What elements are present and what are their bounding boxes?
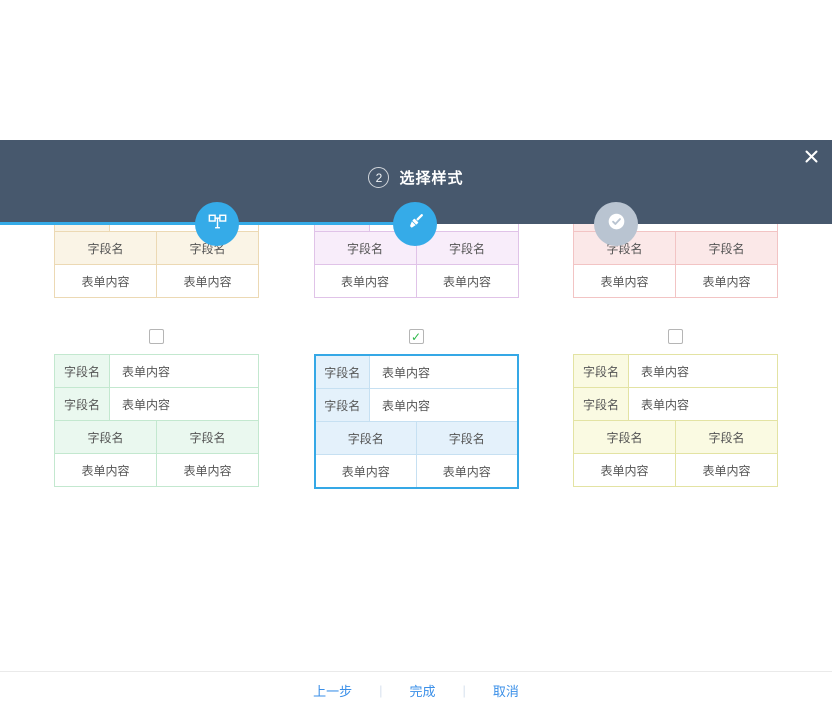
finish-button[interactable]: 完成: [409, 683, 436, 699]
footer-separator: |: [379, 682, 383, 698]
style-card-yellow[interactable]: ✓ 字段名 表单内容 字段名 表单内容 字段名 字段名 表单内容: [571, 329, 780, 489]
field-name-cell: 字段名: [54, 387, 110, 421]
field-name-cell: 字段名: [156, 420, 259, 454]
form-content-cell: 表单内容: [109, 354, 259, 388]
field-name-cell: 字段名: [314, 421, 417, 455]
form-content-cell: 表单内容: [156, 264, 259, 298]
table-row: 字段名 表单内容: [314, 388, 518, 422]
style-preview-table: 字段名 表单内容 字段名 表单内容 字段名 字段名 表单内容 表单内容: [573, 354, 778, 487]
table-row: 表单内容 表单内容: [54, 453, 259, 487]
wizard-title: 2 选择样式: [0, 167, 832, 188]
form-content-cell: 表单内容: [573, 453, 676, 487]
field-name-cell: 字段名: [573, 387, 629, 421]
form-content-cell: 表单内容: [573, 264, 676, 298]
table-row: 字段名 表单内容: [314, 354, 518, 389]
table-row: 表单内容 表单内容: [313, 264, 519, 298]
field-name-cell: 字段名: [416, 421, 518, 455]
table-row: 字段名 字段名: [573, 231, 778, 265]
brush-icon: [404, 210, 427, 238]
footer-separator: |: [462, 682, 466, 698]
style-preview-table: 字段名 表单内容 字段名 表单内容 字段名 字段名 表单内容 表单内容: [54, 354, 259, 487]
checkmark-icon: ✓: [410, 329, 422, 344]
form-content-cell: 表单内容: [628, 387, 778, 421]
table-row: 字段名 表单内容: [54, 354, 259, 388]
form-content-cell: 表单内容: [628, 354, 778, 388]
table-row: 字段名 表单内容: [573, 354, 778, 388]
footer-bar: 上一步 | 完成 | 取消: [0, 671, 832, 708]
table-row: 字段名 字段名: [573, 420, 778, 454]
field-name-cell: 字段名: [675, 231, 778, 265]
close-button[interactable]: [800, 148, 822, 170]
step-number-badge: 2: [368, 167, 390, 188]
style-checkbox[interactable]: ✓: [149, 329, 164, 344]
table-row: 表单内容 表单内容: [573, 453, 778, 487]
form-content-cell: 表单内容: [54, 453, 157, 487]
form-content-cell: 表单内容: [109, 387, 259, 421]
field-name-cell: 字段名: [675, 420, 778, 454]
form-content-cell: 表单内容: [54, 264, 157, 298]
table-row: 字段名 字段名: [54, 420, 259, 454]
step-circle-form-fields: [195, 202, 239, 246]
close-icon: [804, 149, 819, 169]
form-content-cell: 表单内容: [675, 264, 778, 298]
table-row: 字段名 字段名: [314, 421, 518, 455]
form-content-cell: 表单内容: [369, 354, 518, 389]
form-content-cell: 表单内容: [675, 453, 778, 487]
table-row: 字段名 表单内容: [54, 387, 259, 421]
table-row: 字段名 表单内容: [573, 387, 778, 421]
step-circle-choose-style: [393, 202, 437, 246]
table-field-icon: [206, 210, 229, 238]
table-row: 表单内容 表单内容: [54, 264, 259, 298]
field-name-cell: 字段名: [54, 420, 157, 454]
style-grid-row-2: ✓ 字段名 表单内容 字段名 表单内容 字段名 字段名 表单内容: [0, 329, 832, 489]
cancel-button[interactable]: 取消: [492, 683, 519, 699]
form-content-cell: 表单内容: [415, 264, 519, 298]
field-name-cell: 字段名: [573, 231, 676, 265]
field-name-cell: 字段名: [54, 354, 110, 388]
style-card-green[interactable]: ✓ 字段名 表单内容 字段名 表单内容 字段名 字段名 表单内容: [52, 329, 261, 489]
page-title: 选择样式: [399, 170, 464, 187]
style-preview-table: 字段名 表单内容 字段名 表单内容 字段名 字段名 表单内容 表单内容: [313, 354, 519, 489]
form-content-cell: 表单内容: [313, 264, 417, 298]
field-name-cell: 字段名: [314, 354, 370, 389]
form-content-cell: 表单内容: [314, 454, 417, 489]
field-name-cell: 字段名: [314, 388, 370, 422]
form-content-cell: 表单内容: [369, 388, 518, 422]
form-content-cell: 表单内容: [416, 454, 518, 489]
form-content-cell: 表单内容: [156, 453, 259, 487]
style-checkbox[interactable]: ✓: [408, 329, 424, 344]
field-name-cell: 字段名: [573, 354, 629, 388]
style-checkbox[interactable]: ✓: [668, 329, 683, 344]
check-circle-icon: [604, 209, 629, 239]
table-row: 表单内容 表单内容: [573, 264, 778, 298]
prev-step-button[interactable]: 上一步: [313, 683, 353, 699]
step-circle-finish: [594, 202, 638, 246]
style-card-blue[interactable]: ✓ 字段名 表单内容 字段名 表单内容 字段名 字段名 表单内容: [312, 329, 521, 489]
field-name-cell: 字段名: [573, 420, 676, 454]
table-row: 表单内容 表单内容: [314, 454, 518, 489]
field-name-cell: 字段名: [54, 231, 157, 265]
